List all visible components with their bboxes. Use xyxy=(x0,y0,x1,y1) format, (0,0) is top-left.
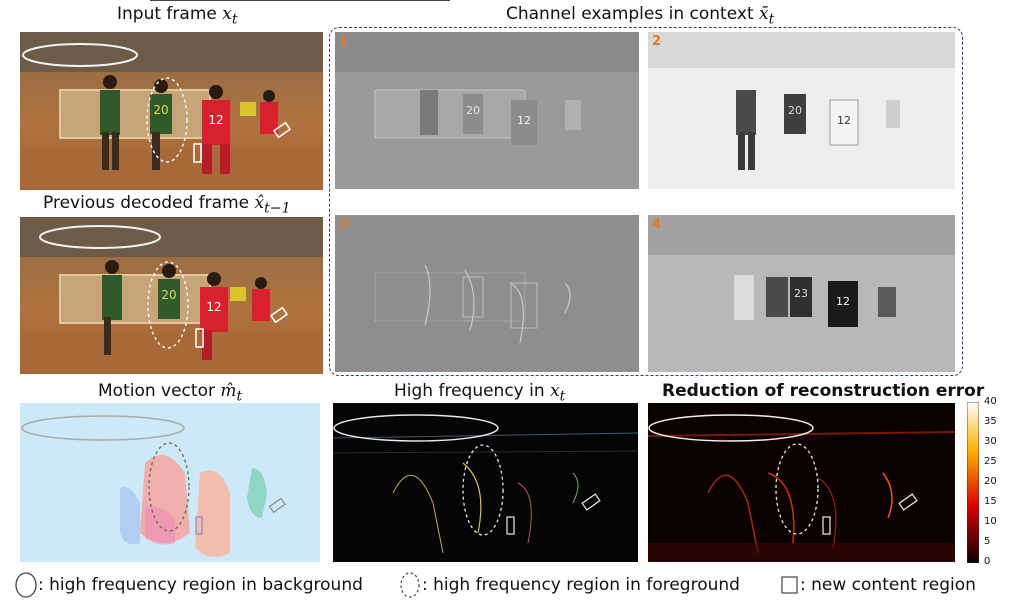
colorbar-tick: 5 xyxy=(984,536,991,547)
player-green-1 xyxy=(100,75,120,170)
svg-text:12: 12 xyxy=(517,114,531,127)
channel-examples-title: Channel examples in context x̄t xyxy=(506,4,775,28)
previous-decoded-title: Previous decoded frame x̂t−1 xyxy=(43,193,291,217)
svg-text:12: 12 xyxy=(208,113,223,127)
motion-vector-image xyxy=(20,403,320,562)
colorbar-tick: 20 xyxy=(984,476,997,487)
colorbar-tick: 15 xyxy=(984,496,997,507)
svg-text:20: 20 xyxy=(788,104,802,117)
rectangle-icon xyxy=(781,576,798,594)
svg-text:20: 20 xyxy=(161,288,176,302)
legend-rectangle: : new content region xyxy=(778,571,976,599)
reduction-title: Reduction of reconstruction error xyxy=(662,381,985,401)
colorbar-tick: 35 xyxy=(984,416,997,427)
svg-text:23: 23 xyxy=(794,287,808,300)
colorbar-tick: 0 xyxy=(984,556,991,567)
colorbar xyxy=(967,402,979,563)
colorbar-tick: 25 xyxy=(984,456,997,467)
svg-text:12: 12 xyxy=(206,300,221,314)
channel-2-image: 20 12 2 xyxy=(648,32,955,189)
colorbar-tick: 10 xyxy=(984,516,997,527)
legend-dashed-ellipse: : high frequency region in foreground xyxy=(398,571,740,599)
high-frequency-image xyxy=(333,403,638,562)
colorbar-tick: 40 xyxy=(984,396,997,407)
previous-decoded-image: 20 12 xyxy=(20,217,323,374)
context-channels-box xyxy=(329,27,963,376)
channel-4-label: 4 xyxy=(652,217,662,232)
top-rule xyxy=(150,0,450,1)
dashed-ellipse-icon xyxy=(400,572,420,598)
svg-text:12: 12 xyxy=(836,295,850,308)
channel-2-label: 2 xyxy=(652,34,662,49)
high-frequency-title: High frequency in xt xyxy=(394,381,566,405)
channel-3-image: 3 xyxy=(335,215,639,372)
channel-4-image: 23 12 4 xyxy=(648,215,955,372)
colorbar-tick: 30 xyxy=(984,436,997,447)
input-frame-image: 20 12 xyxy=(20,32,323,190)
legend-solid-ellipse: : high frequency region in background xyxy=(14,571,363,599)
svg-text:12: 12 xyxy=(837,114,851,127)
reduction-error-image xyxy=(648,403,955,562)
channel-3-label: 3 xyxy=(339,217,349,232)
channel-1-image: 20 12 1 xyxy=(335,32,639,189)
motion-vector-title: Motion vector m̂t xyxy=(98,381,243,405)
svg-text:20: 20 xyxy=(153,103,168,117)
solid-ellipse-icon xyxy=(15,572,37,598)
channel-1-label: 1 xyxy=(339,34,349,49)
svg-text:20: 20 xyxy=(466,104,480,117)
input-frame-title: Input frame xt xyxy=(117,4,238,28)
